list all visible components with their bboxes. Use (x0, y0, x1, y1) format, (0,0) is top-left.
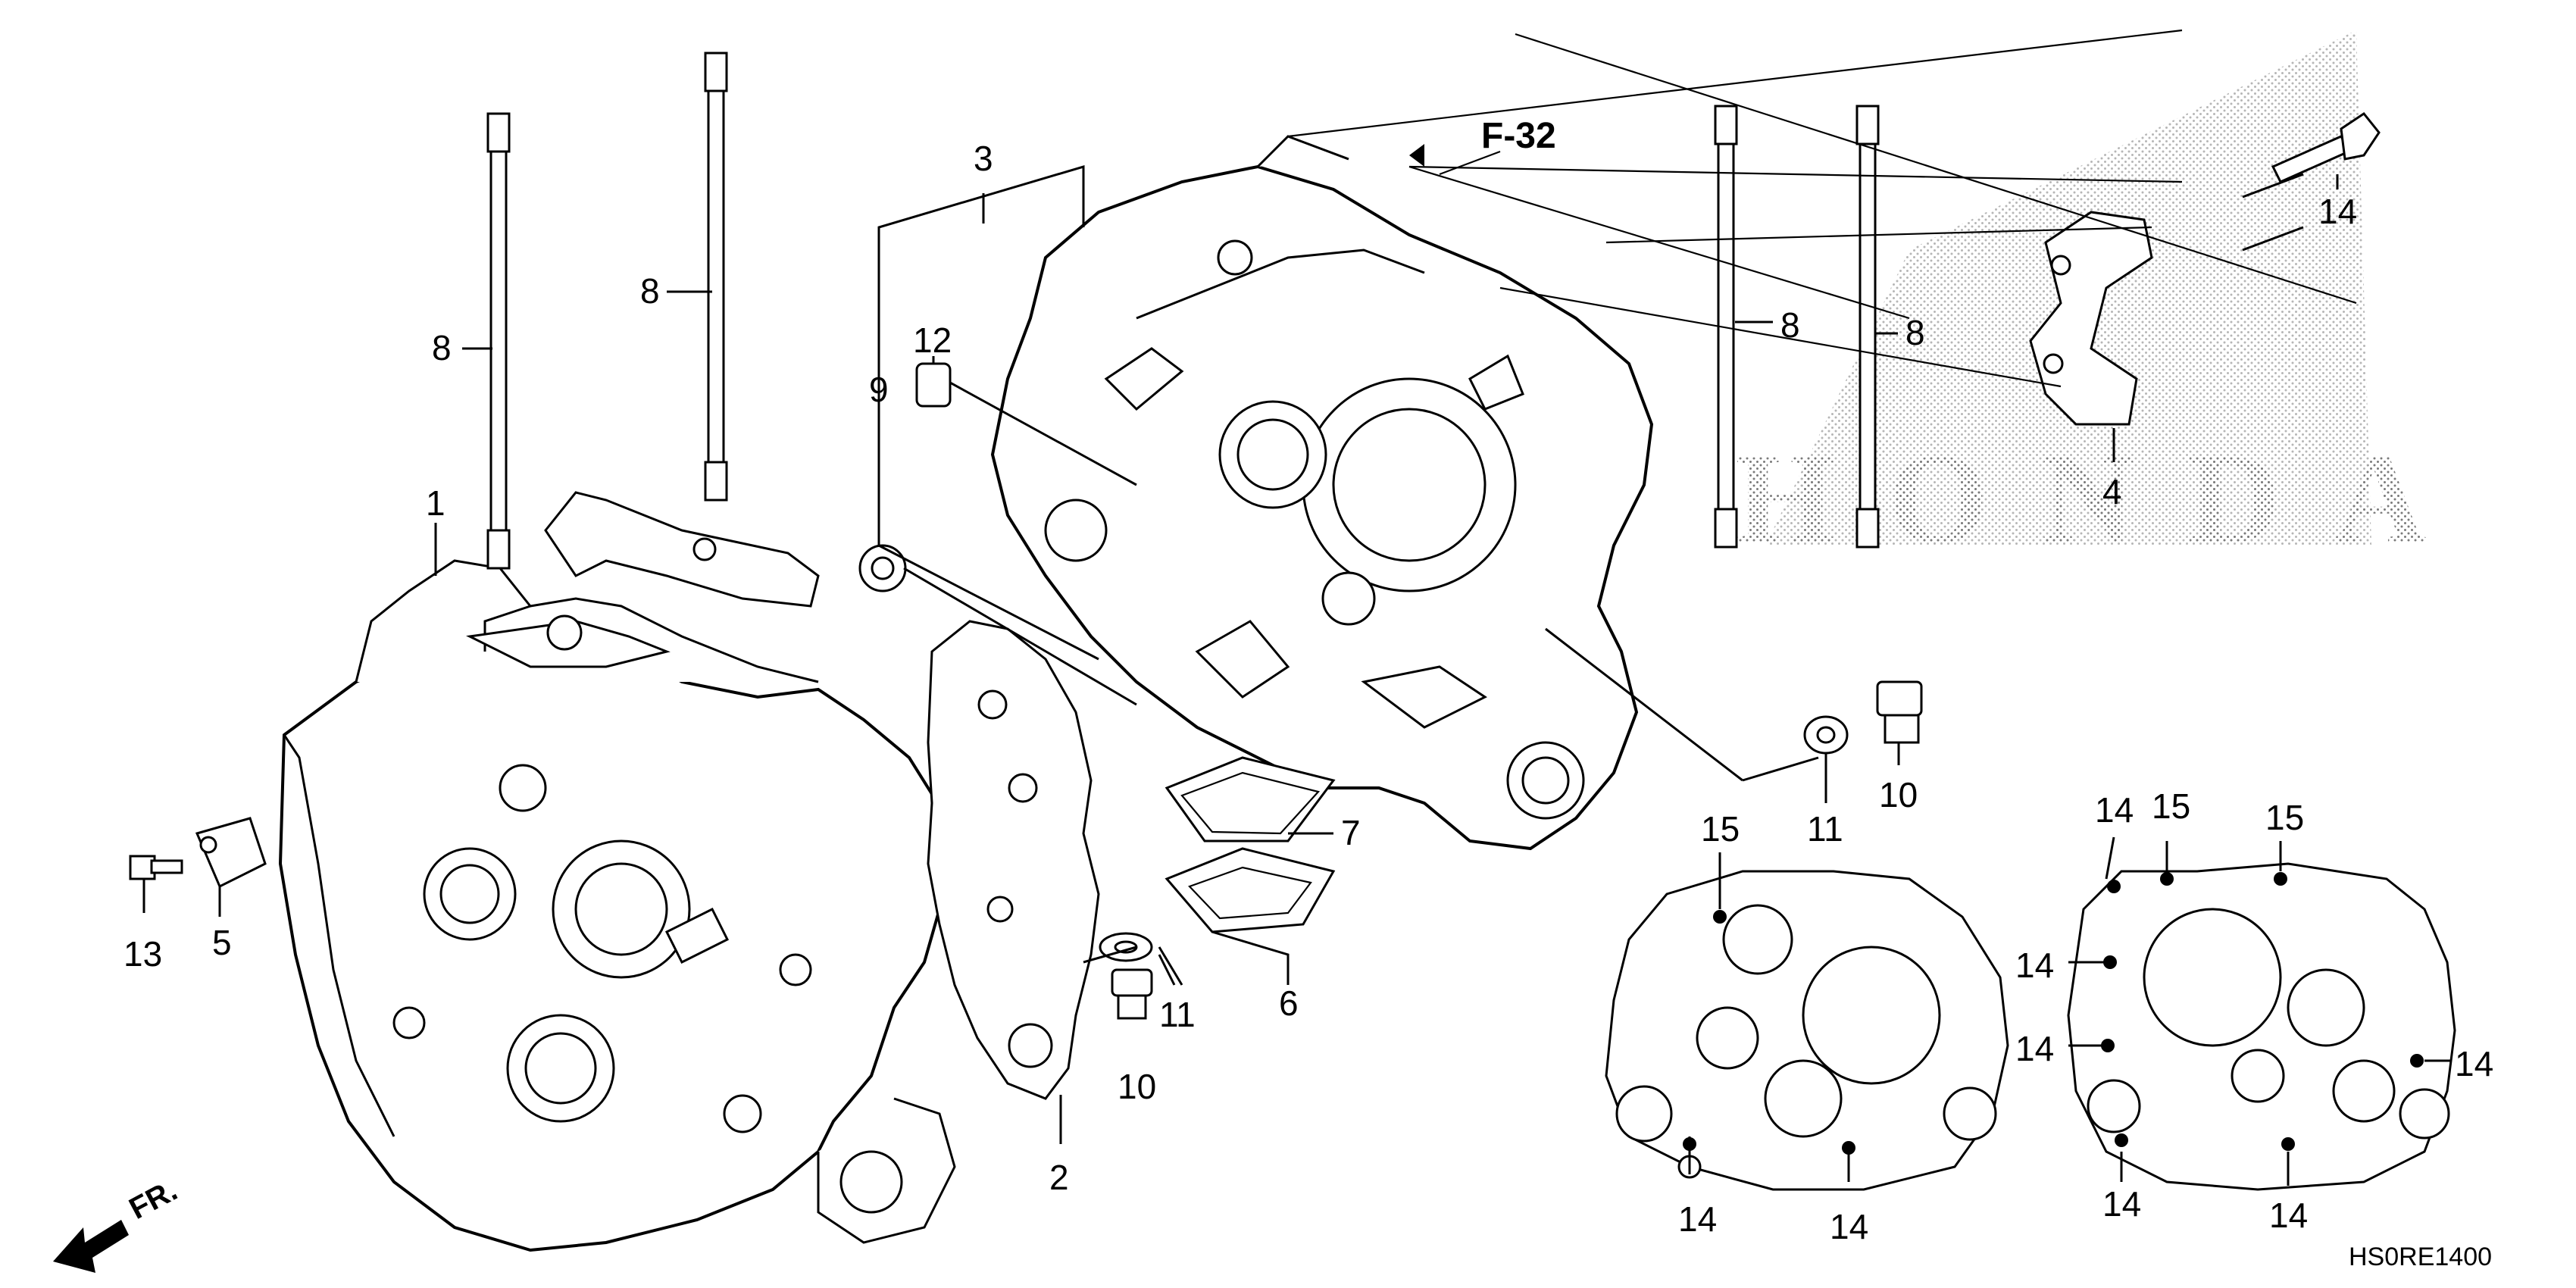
callout-3: 3 (974, 139, 993, 178)
drawing-code: HS0RE1400 (2349, 1243, 2492, 1271)
callout-10-right: 10 (1879, 775, 1918, 814)
plate-5 (195, 817, 267, 889)
callout-14-top: 14 (2318, 192, 2357, 231)
callout-14-g2-left2: 14 (2015, 1029, 2054, 1068)
callout-2: 2 (1049, 1158, 1069, 1197)
front-direction-label: FR. (124, 1174, 183, 1226)
callout-9: 9 (869, 370, 889, 409)
watermark-text: HONDA (1735, 427, 2480, 570)
stud-bolt-left-2 (704, 52, 728, 502)
callout-6: 6 (1279, 983, 1299, 1023)
callout-14-g2-bottom2: 14 (2269, 1196, 2308, 1235)
strainer-cover-6 (1165, 847, 1336, 933)
callout-7: 7 (1341, 813, 1361, 852)
callout-4: 4 (2102, 472, 2122, 511)
bolt-13 (129, 855, 183, 880)
f32-reference-arrow (1409, 144, 1424, 167)
callout-5: 5 (212, 923, 232, 962)
callout-10-center: 10 (1118, 1067, 1156, 1106)
callout-1: 1 (426, 483, 445, 523)
callout-8-right-2: 8 (1905, 313, 1925, 352)
callout-8-left-1: 8 (432, 328, 452, 367)
left-crankcase-half (278, 559, 964, 1252)
drain-bolt-10-center (1111, 968, 1153, 1020)
callout-14-g1-bottom1: 14 (1678, 1199, 1717, 1239)
washer-11-right (1803, 715, 1849, 755)
callout-14-g2-top: 14 (2095, 790, 2134, 830)
dowel-pin-12 (915, 362, 952, 408)
callout-13: 13 (123, 934, 162, 974)
callout-14-g2-left1: 14 (2015, 946, 2054, 985)
callout-15-g1: 15 (1701, 809, 1740, 849)
callout-15-g2-a: 15 (2152, 786, 2190, 826)
callout-14-g2-right: 14 (2455, 1044, 2493, 1083)
oil-strainer-7 (1165, 756, 1336, 843)
drain-bolt-10-right (1876, 680, 1923, 744)
gasket-bolt-points (1683, 872, 2424, 1155)
right-crankcase-half (990, 135, 1654, 851)
callout-11-center: 11 (1159, 995, 1196, 1034)
leader-lines (142, 29, 2451, 1186)
bracket-4 (2029, 211, 2153, 426)
reference-f32-label: F-32 (1481, 116, 1556, 156)
oil-seal-9 (858, 544, 907, 592)
crankcase-gasket-view-left (1605, 870, 2009, 1191)
washer-11-center (1099, 932, 1153, 962)
front-direction-arrow-icon (53, 1220, 129, 1273)
callout-14-g2-bottom1: 14 (2102, 1184, 2141, 1224)
callout-8-right-1: 8 (1780, 305, 1800, 345)
flange-bolt-14-top (2271, 111, 2381, 183)
callout-15-g2-b: 15 (2265, 798, 2304, 837)
gasket-top-plate (544, 491, 820, 608)
callout-14-g1-bottom2: 14 (1830, 1207, 1868, 1246)
crankcase-gasket-view-right (2067, 862, 2456, 1191)
callout-8-left-2: 8 (640, 271, 660, 311)
callout-12: 12 (913, 320, 952, 360)
crankcase-gasket (927, 620, 1100, 1100)
stud-bolt-right-2 (1855, 105, 1880, 549)
callout-11-right: 11 (1807, 809, 1843, 849)
stud-bolt-left-1 (486, 112, 511, 570)
